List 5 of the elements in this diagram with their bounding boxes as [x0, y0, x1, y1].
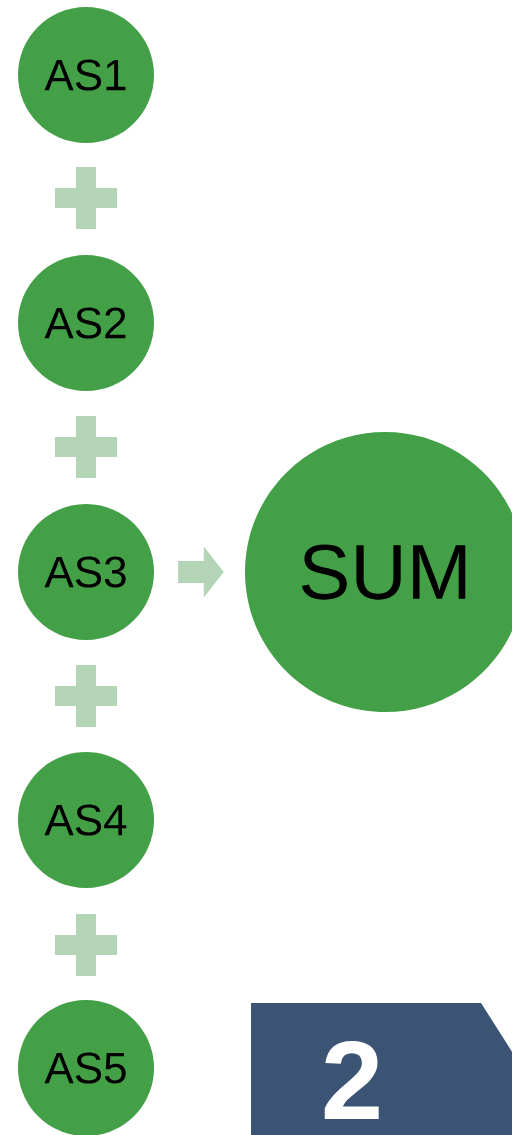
circle-node: AS2 — [18, 255, 154, 391]
circle-node: AS3 — [18, 504, 154, 640]
circle-node: AS1 — [18, 7, 154, 143]
chevron-box: 2 — [251, 1003, 512, 1135]
circle-node: AS4 — [18, 752, 154, 888]
